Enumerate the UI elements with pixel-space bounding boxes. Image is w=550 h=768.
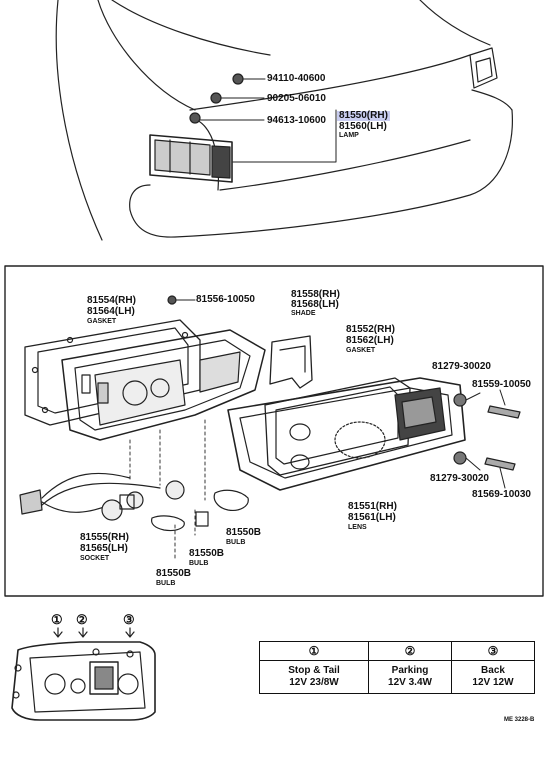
part-name-gasket-a: GASKET xyxy=(87,318,117,325)
part-label-lens-lh: 81561(LH) xyxy=(348,512,396,523)
part-name-bulb-1: BULB xyxy=(226,539,246,546)
part-name-bulb-2: BULB xyxy=(189,560,209,567)
legend-num-2: ② xyxy=(368,641,452,661)
part-label-94613: 94613-10600 xyxy=(267,115,326,126)
part-label-gasket-b-rh: 81552(RH) xyxy=(346,324,395,335)
part-label-nut-bottom: 81279-30020 xyxy=(430,473,489,484)
legend-name-2: Parking xyxy=(391,665,429,676)
legend-num-3: ③ xyxy=(451,641,535,661)
part-label-screw-top: 81556-10050 xyxy=(196,294,255,305)
exploded-view-frame xyxy=(4,265,544,597)
part-label-bulb-1: 81550B xyxy=(226,527,262,538)
legend-num-1: ① xyxy=(259,641,369,661)
part-label-shade-lh: 81568(LH) xyxy=(291,299,339,310)
figure-code: ME 3228-B xyxy=(504,717,535,723)
bulb-position-marker-1: ① xyxy=(51,612,63,627)
part-name-lamp: LAMP xyxy=(339,132,359,139)
part-label-nut-top: 81279-30020 xyxy=(432,361,491,372)
part-label-socket-lh: 81565(LH) xyxy=(80,543,128,554)
part-label-gasket-a-rh: 81554(RH) xyxy=(87,295,136,306)
part-label-90205: 90205-06010 xyxy=(267,93,326,104)
legend-spec-2: 12V 3.4W xyxy=(388,677,432,688)
part-label-bulb-2: 81550B xyxy=(189,548,225,559)
part-label-gasket-a-lh: 81564(LH) xyxy=(87,306,135,317)
exploded-parts xyxy=(19,295,521,561)
legend-name-3: Back xyxy=(481,665,505,676)
part-label-shade-rh: 81558(RH) xyxy=(291,289,340,300)
part-label-bulb-3: 81550B xyxy=(156,568,192,579)
part-label-lamp-lh: 81560(LH) xyxy=(339,121,387,132)
part-label-socket-rh: 81555(RH) xyxy=(80,532,129,543)
legend-spec-3: 12V 12W xyxy=(472,677,514,688)
part-label-screw-right-top: 81559-10050 xyxy=(472,379,531,390)
part-label-94110: 94110-40600 xyxy=(267,73,326,84)
part-name-socket: SOCKET xyxy=(80,555,110,562)
legend-spec-1: 12V 23/8W xyxy=(289,677,339,688)
part-name-gasket-b: GASKET xyxy=(346,347,376,354)
legend-number-row: ① ② ③ xyxy=(259,641,535,661)
part-name-lens: LENS xyxy=(348,524,367,531)
legend-name-1: Stop & Tail xyxy=(288,665,340,676)
bulb-position-marker-2: ② xyxy=(76,612,88,627)
part-name-bulb-3: BULB xyxy=(156,580,176,587)
part-label-gasket-b-lh: 81562(LH) xyxy=(346,335,394,346)
bulb-position-marker-3: ③ xyxy=(123,612,135,627)
part-label-screw-right-bottom: 81569-10030 xyxy=(472,489,531,500)
part-name-shade: SHADE xyxy=(291,310,316,317)
part-label-lens-rh: 81551(RH) xyxy=(348,501,397,512)
lamp-front-outline xyxy=(11,627,156,721)
car-rear-illustration xyxy=(55,0,513,241)
part-label-lamp-rh[interactable]: 81550(RH) xyxy=(337,110,390,121)
